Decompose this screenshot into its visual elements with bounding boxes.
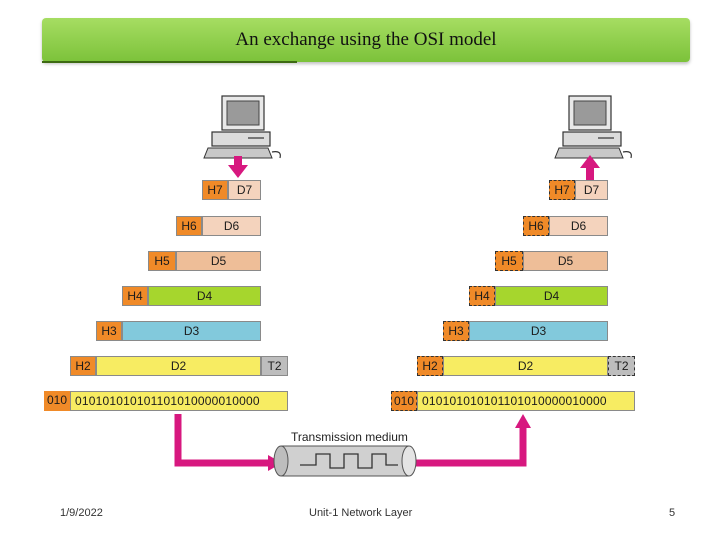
up-arrow-icon xyxy=(580,155,600,180)
receiver-t2: T2 xyxy=(608,356,635,376)
receiver-h6: H6 xyxy=(523,216,549,236)
sender-d3: D3 xyxy=(122,321,261,341)
computer-icon-sender xyxy=(203,95,281,159)
sender-h7: H7 xyxy=(202,180,228,200)
receiver-d7: D7 xyxy=(575,180,608,200)
sender-d4: D4 xyxy=(148,286,261,306)
receiver-h4: H4 xyxy=(469,286,495,306)
computer-icon-receiver xyxy=(554,95,632,159)
sender-h5: H5 xyxy=(148,251,176,271)
receiver-d2: D2 xyxy=(443,356,608,376)
medium-to-receiver-arrow xyxy=(416,414,531,467)
sender-h2: H2 xyxy=(70,356,96,376)
sender-bitstream: 010101010101101010000010000 xyxy=(70,391,288,411)
page-number: 5 xyxy=(669,507,676,519)
medium-label: Transmission medium xyxy=(291,430,408,444)
transmission-medium xyxy=(273,445,417,477)
slide-title: An exchange using the OSI model xyxy=(235,29,497,50)
receiver-bitstream: 010101010101101010000010000 xyxy=(417,391,635,411)
receiver-d6: D6 xyxy=(549,216,608,236)
receiver-d4: D4 xyxy=(495,286,608,306)
receiver-h7: H7 xyxy=(549,180,575,200)
down-arrow-icon xyxy=(228,156,248,178)
footer-center: Unit-1 Network Layer xyxy=(309,507,413,519)
sender-h4: H4 xyxy=(122,286,148,306)
sender-d2: D2 xyxy=(96,356,261,376)
sender-t2: T2 xyxy=(261,356,288,376)
receiver-d3: D3 xyxy=(469,321,608,341)
sender-h3: H3 xyxy=(96,321,122,341)
sender-bits-header: 010 xyxy=(44,391,70,411)
sender-d6: D6 xyxy=(202,216,261,236)
sender-h6: H6 xyxy=(176,216,202,236)
receiver-bits-header: 010 xyxy=(391,391,417,411)
footer-date: 1/9/2022 xyxy=(60,507,103,519)
title-bar: An exchange using the OSI model xyxy=(42,18,690,62)
sender-d5: D5 xyxy=(176,251,261,271)
receiver-d5: D5 xyxy=(523,251,608,271)
receiver-h3: H3 xyxy=(443,321,469,341)
title-underline xyxy=(42,61,297,63)
receiver-h2: H2 xyxy=(417,356,443,376)
sender-d7: D7 xyxy=(228,180,261,200)
receiver-h5: H5 xyxy=(495,251,523,271)
